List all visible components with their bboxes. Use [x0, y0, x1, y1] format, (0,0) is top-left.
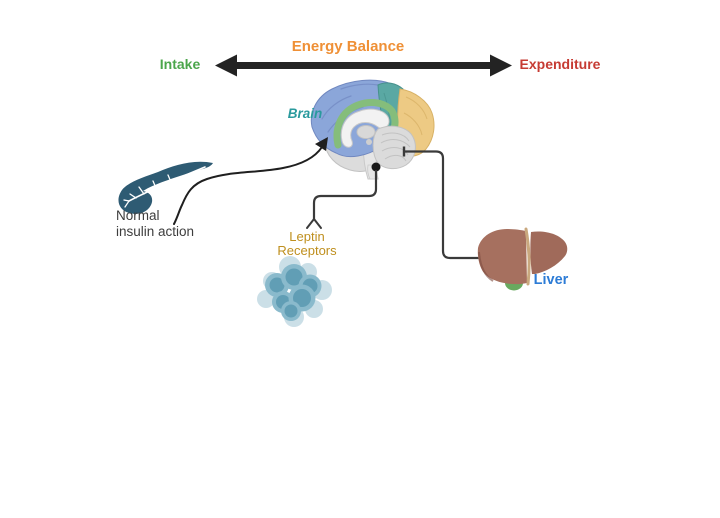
brain-sagittal-illustration — [310, 79, 435, 180]
liver-right-lobe — [530, 231, 568, 274]
adipocyte-cluster-illustration — [257, 256, 332, 327]
insulin-action-caption: Normal insulin action — [116, 208, 226, 240]
leptin-label-line1: Leptin — [289, 229, 325, 244]
pancreas-illustration — [118, 161, 213, 214]
falciform-ligament — [524, 227, 531, 286]
intake-label: Intake — [159, 56, 201, 72]
insulin-caption-line2: insulin action — [116, 224, 195, 239]
liver-connector — [402, 146, 479, 260]
leptin-receptors-label: Leptin Receptors — [257, 230, 357, 258]
liver-illustration — [477, 227, 568, 291]
hypothalamus-dot — [371, 162, 381, 172]
expenditure-label: Expenditure — [519, 56, 601, 72]
energy-balance-title: Energy Balance — [291, 38, 405, 55]
energy-balance-arrow — [215, 54, 512, 77]
cingulate-gyrus — [333, 99, 399, 149]
corpus-callosum — [340, 108, 390, 148]
leptin-label-line2: Receptors — [277, 243, 337, 258]
leptin-connector — [306, 162, 381, 229]
liver-left-lobe — [477, 229, 527, 285]
insulin-caption-line1: Normal — [116, 208, 160, 223]
arrow-left-head-icon — [215, 54, 237, 77]
thalamus — [356, 125, 376, 139]
fat-cells — [265, 264, 322, 321]
insulin-action-arrow — [173, 137, 328, 225]
arrow-head-icon — [315, 137, 328, 151]
liver-label: Liver — [533, 272, 569, 288]
arrow-right-head-icon — [490, 54, 512, 77]
receptor-fork-icon — [306, 218, 322, 229]
brain-label: Brain — [287, 106, 323, 121]
